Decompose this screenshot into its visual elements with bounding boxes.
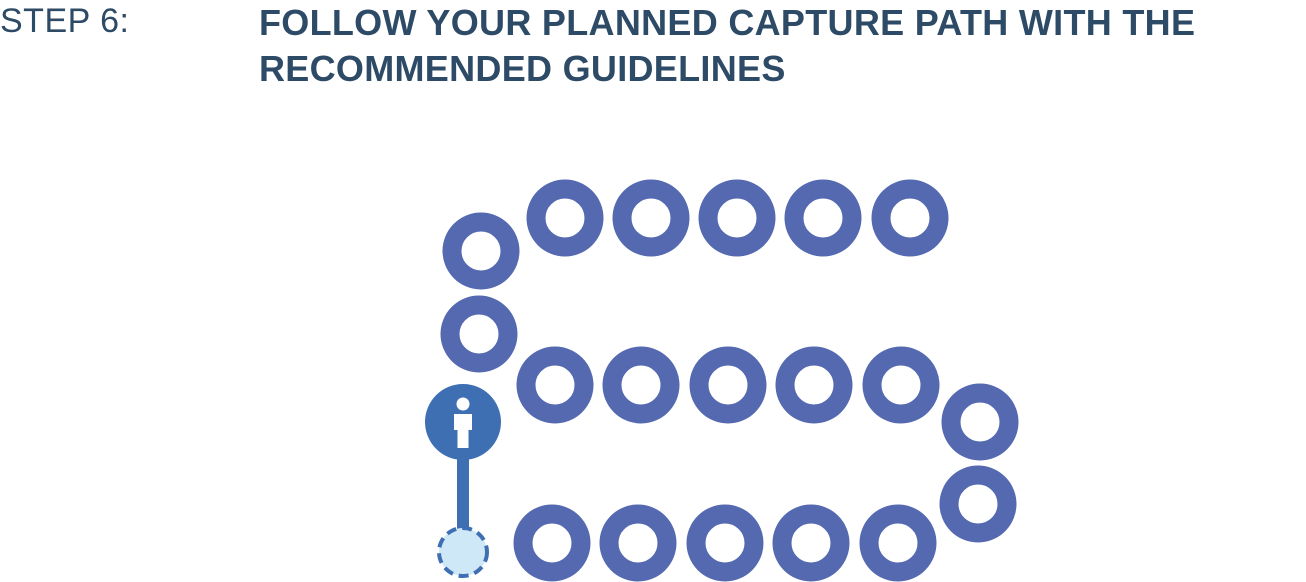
capture-point-ring — [941, 383, 1019, 461]
capture-point-ring — [526, 179, 604, 257]
capture-point-ring — [784, 179, 862, 257]
capture-point-ring — [859, 504, 937, 582]
capture-point-ring — [440, 295, 518, 373]
start-point-icon — [437, 526, 489, 578]
capture-point-ring — [516, 346, 594, 424]
capture-point-ring — [775, 346, 853, 424]
capture-point-ring — [862, 346, 940, 424]
capture-point-ring — [689, 346, 767, 424]
capture-point-ring — [612, 179, 690, 257]
capture-point-ring — [772, 504, 850, 582]
capture-point-ring — [442, 212, 520, 290]
step-label: STEP 6: — [0, 2, 130, 40]
capture-points — [440, 179, 1019, 582]
step-title: FOLLOW YOUR PLANNED CAPTURE PATH WITH TH… — [259, 0, 1289, 92]
step-title-line-2: RECOMMENDED GUIDELINES — [259, 48, 786, 89]
capture-point-ring — [871, 179, 949, 257]
capture-point-ring — [599, 504, 677, 582]
step-title-line-1: FOLLOW YOUR PLANNED CAPTURE PATH WITH TH… — [259, 2, 1196, 43]
capture-point-ring — [939, 465, 1017, 543]
capture-point-ring — [513, 504, 591, 582]
capture-point-ring — [602, 346, 680, 424]
capture-point-ring — [698, 179, 776, 257]
person-icon — [454, 397, 472, 448]
capture-point-ring — [686, 504, 764, 582]
